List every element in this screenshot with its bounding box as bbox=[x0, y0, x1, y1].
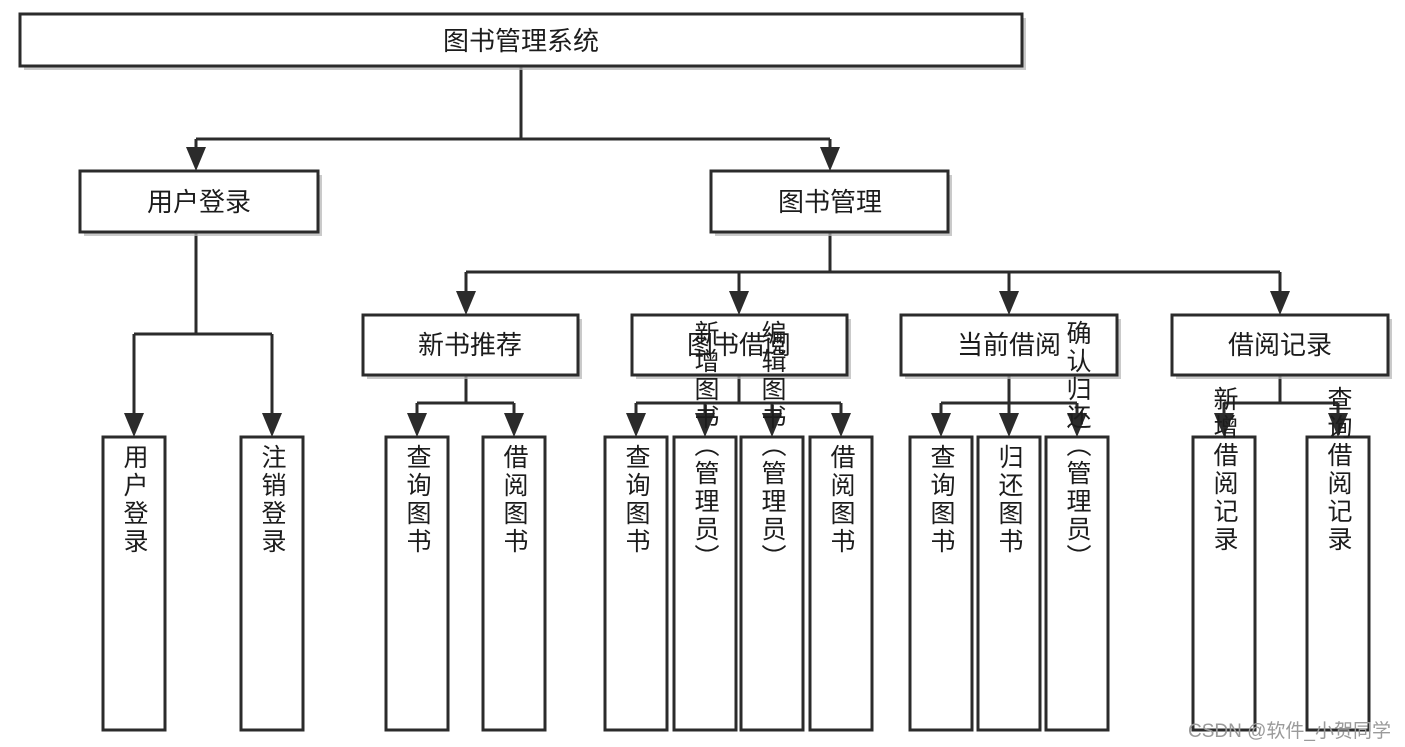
leaf-user-login-logout[interactable]: 注销登录 bbox=[239, 435, 305, 732]
node-current-borrow[interactable]: 当前借阅 bbox=[899, 313, 1121, 379]
leaf-book-borrow-query-box[interactable] bbox=[603, 435, 669, 732]
arrowhead-bb-leaf-1 bbox=[626, 413, 646, 437]
leaf-current-borrow-confirm-label: 确认归还（管理员） bbox=[1063, 320, 1092, 572]
leaf-user-login-logout-label: 注销登录 bbox=[258, 444, 287, 556]
leaf-current-borrow-confirm-box[interactable] bbox=[1044, 435, 1110, 732]
leaf-book-borrow-query[interactable]: 查询图书 bbox=[603, 435, 669, 732]
arrowhead-new-book bbox=[456, 291, 476, 315]
leaf-book-borrow-add-box[interactable] bbox=[672, 435, 738, 732]
node-user-login-label: 用户登录 bbox=[147, 187, 251, 217]
node-root[interactable]: 图书管理系统 bbox=[18, 12, 1026, 70]
node-current-borrow-box[interactable] bbox=[899, 313, 1119, 377]
node-current-borrow-label: 当前借阅 bbox=[957, 330, 1061, 360]
node-user-login-box[interactable] bbox=[78, 169, 320, 234]
leaf-new-book-query[interactable]: 查询图书 bbox=[384, 435, 450, 732]
leaf-current-borrow-query[interactable]: 查询图书 bbox=[908, 435, 974, 732]
leaf-new-book-borrow[interactable]: 借阅图书 bbox=[481, 435, 547, 732]
node-user-login[interactable]: 用户登录 bbox=[78, 169, 322, 236]
node-borrow-record-label: 借阅记录 bbox=[1228, 330, 1332, 360]
node-new-book-label: 新书推荐 bbox=[418, 330, 522, 360]
leaf-user-login-login[interactable]: 用户登录 bbox=[101, 435, 167, 732]
arrowhead-br-leaf-2 bbox=[1328, 413, 1348, 437]
arrowhead-bb-leaf-2 bbox=[695, 413, 715, 437]
leaf-user-login-login-label: 用户登录 bbox=[120, 444, 149, 556]
leaf-new-book-borrow-box[interactable] bbox=[481, 435, 547, 732]
arrowhead-br-leaf-1 bbox=[1214, 413, 1234, 437]
node-borrow-record[interactable]: 借阅记录 bbox=[1170, 313, 1392, 379]
arrowhead-leaf-logout bbox=[262, 413, 282, 437]
connector-layer bbox=[124, 66, 1348, 437]
leaf-borrow-record-add-label: 新增借阅记录 bbox=[1210, 386, 1239, 554]
leaf-borrow-record-query-label: 查询借阅记录 bbox=[1324, 386, 1353, 554]
leaf-new-book-query-box[interactable] bbox=[384, 435, 450, 732]
node-book-manage-label: 图书管理 bbox=[778, 187, 882, 217]
node-new-book-box[interactable] bbox=[361, 313, 580, 377]
leaf-book-borrow-borrow[interactable]: 借阅图书 bbox=[808, 435, 874, 732]
leaf-borrow-record-query-box[interactable] bbox=[1305, 435, 1371, 732]
arrowhead-bb-leaf-3 bbox=[762, 413, 782, 437]
arrowhead-current-borrow bbox=[999, 291, 1019, 315]
leaf-current-borrow-confirm[interactable]: 确认归还（管理员） bbox=[1044, 320, 1110, 732]
leaf-user-login-login-box[interactable] bbox=[101, 435, 167, 732]
leaf-book-borrow-borrow-box[interactable] bbox=[808, 435, 874, 732]
leaf-new-book-query-label: 查询图书 bbox=[403, 444, 432, 556]
node-borrow-record-box[interactable] bbox=[1170, 313, 1390, 377]
node-book-borrow-label: 图书借阅 bbox=[687, 330, 791, 360]
arrowhead-nb-leaf-1 bbox=[407, 413, 427, 437]
leaf-book-borrow-add-label: 新增图书（管理员） bbox=[691, 320, 720, 572]
leaf-book-borrow-edit-label: 编辑图书（管理员） bbox=[758, 320, 787, 572]
arrowhead-book-manage bbox=[820, 147, 840, 171]
leaf-user-login-logout-box[interactable] bbox=[239, 435, 305, 732]
leaf-new-book-borrow-label: 借阅图书 bbox=[500, 444, 529, 556]
node-root-box[interactable] bbox=[18, 12, 1024, 68]
arrowhead-borrow-record bbox=[1270, 291, 1290, 315]
arrowhead-user-login bbox=[186, 147, 206, 171]
leaf-borrow-record-add-box[interactable] bbox=[1191, 435, 1257, 732]
arrowhead-bb-leaf-4 bbox=[831, 413, 851, 437]
leaf-current-borrow-return[interactable]: 归还图书 bbox=[976, 435, 1042, 732]
leaf-book-borrow-query-label: 查询图书 bbox=[622, 444, 651, 556]
node-root-label: 图书管理系统 bbox=[443, 26, 599, 56]
arrowhead-cb-leaf-3 bbox=[1067, 413, 1087, 437]
arrowhead-cb-leaf-1 bbox=[931, 413, 951, 437]
leaf-borrow-record-add[interactable]: 新增借阅记录 bbox=[1191, 386, 1257, 732]
csdn-watermark: CSDN @软件_小贺同学 bbox=[1188, 721, 1391, 742]
arrowhead-leaf-user-login bbox=[124, 413, 144, 437]
node-new-book-recommend[interactable]: 新书推荐 bbox=[361, 313, 582, 379]
leaf-current-borrow-return-label: 归还图书 bbox=[995, 444, 1024, 556]
leaf-current-borrow-return-box[interactable] bbox=[976, 435, 1042, 732]
arrowhead-cb-leaf-2 bbox=[999, 413, 1019, 437]
leaf-current-borrow-query-box[interactable] bbox=[908, 435, 974, 732]
node-book-manage-box[interactable] bbox=[709, 169, 950, 234]
leaf-book-borrow-edit-box[interactable] bbox=[739, 435, 805, 732]
leaf-book-borrow-add[interactable]: 新增图书（管理员） bbox=[672, 320, 738, 732]
leaf-borrow-record-query[interactable]: 查询借阅记录 bbox=[1305, 386, 1371, 732]
leaf-book-borrow-edit[interactable]: 编辑图书（管理员） bbox=[739, 320, 805, 732]
node-book-manage[interactable]: 图书管理 bbox=[709, 169, 952, 236]
node-book-borrow[interactable]: 图书借阅 bbox=[630, 313, 851, 379]
node-book-borrow-box[interactable] bbox=[630, 313, 849, 377]
leaf-current-borrow-query-label: 查询图书 bbox=[927, 444, 956, 556]
leaf-book-borrow-borrow-label: 借阅图书 bbox=[827, 444, 856, 556]
arrowhead-nb-leaf-2 bbox=[504, 413, 524, 437]
arrowhead-book-borrow bbox=[729, 291, 749, 315]
